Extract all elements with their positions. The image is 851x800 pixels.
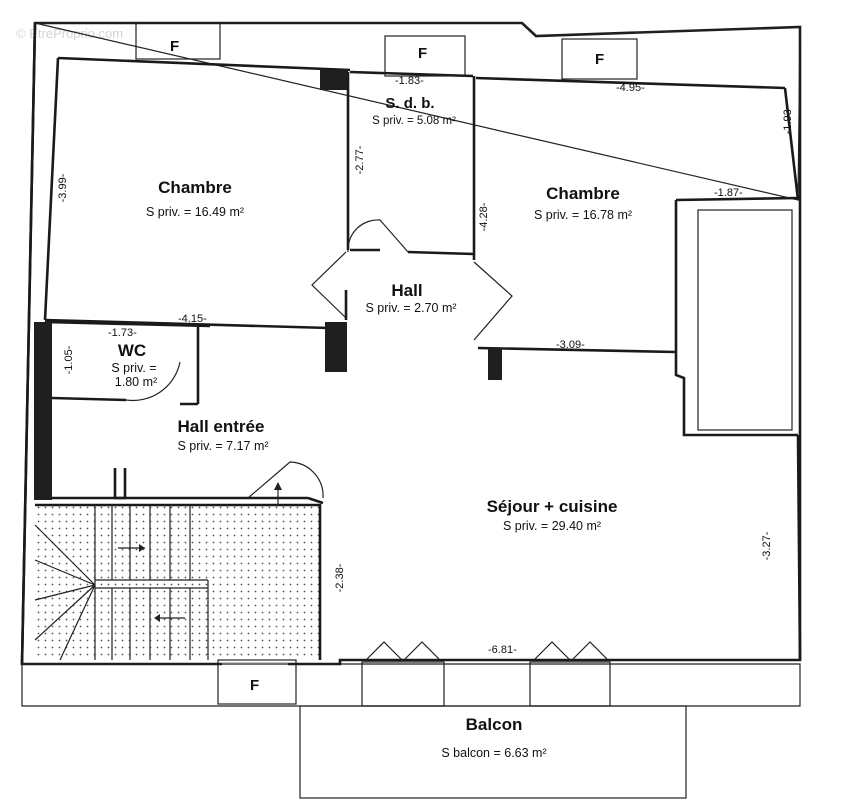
room-area: S balcon = 6.63 m² xyxy=(441,746,546,760)
room-chambre-left: Chambre S priv. = 16.49 m² xyxy=(146,178,244,219)
dim-stair-side: -2.38- xyxy=(334,563,346,592)
dim-sejour-width: -6.81- xyxy=(488,644,517,656)
window-top-middle: F xyxy=(384,35,466,77)
room-wc: WC S priv. = 1.80 m² xyxy=(111,341,157,389)
room-area-line2: 1.80 m² xyxy=(115,375,157,389)
room-name: WC xyxy=(118,341,146,360)
room-name: Balcon xyxy=(466,715,523,734)
dimension-labels: -1.83- -4.95- -1.93- -1.87- -3.99- -2.77… xyxy=(57,75,794,656)
room-hall: Hall S priv. = 2.70 m² xyxy=(365,281,456,315)
hall-door-swings xyxy=(125,219,513,499)
room-area-line1: S priv. = xyxy=(111,361,156,375)
balcony-doors xyxy=(361,641,611,707)
dim-right-notch: -1.87- xyxy=(714,187,743,199)
svg-text:F: F xyxy=(595,51,604,68)
room-area: S priv. = 5.08 m² xyxy=(372,115,456,127)
dim-left-side: -3.99- xyxy=(57,173,69,202)
svg-text:F: F xyxy=(250,677,259,694)
room-name: Séjour + cuisine xyxy=(487,497,618,516)
room-name: S. d. b. xyxy=(385,95,434,112)
room-name: Hall entrée xyxy=(178,417,265,436)
window-bottom-left: F xyxy=(217,659,297,705)
svg-text:F: F xyxy=(170,38,179,55)
dim-chambre-right-width: -3.09- xyxy=(556,339,585,351)
room-chambre-right: Chambre S priv. = 16.78 m² xyxy=(534,184,632,222)
room-balcon: Balcon S balcon = 6.63 m² xyxy=(441,715,546,760)
room-area: S priv. = 2.70 m² xyxy=(365,301,456,315)
room-name: Hall xyxy=(391,281,422,300)
dim-chambre-left-width: -4.15- xyxy=(178,313,207,325)
room-area: S priv. = 16.49 m² xyxy=(146,205,244,219)
dim-hall-side: -4.28- xyxy=(478,202,490,231)
dim-wc-width: -1.73- xyxy=(108,327,137,339)
dim-sdb-width: -1.83- xyxy=(395,75,424,87)
window-top-left: F xyxy=(135,22,221,60)
dim-sejour-side: -3.27- xyxy=(761,531,773,560)
svg-text:F: F xyxy=(418,45,427,62)
dim-wc-height: -1.05- xyxy=(63,345,75,374)
room-name: Chambre xyxy=(546,184,620,203)
room-name: Chambre xyxy=(158,178,232,197)
room-area: S priv. = 16.78 m² xyxy=(534,208,632,222)
dim-right-side: -1.93- xyxy=(782,105,794,134)
balcony xyxy=(21,663,801,799)
staircase xyxy=(34,482,322,661)
dim-right-top: -4.95- xyxy=(616,82,645,94)
interior-walls xyxy=(34,70,802,661)
watermark-text: © EtreProprio.com xyxy=(16,26,123,41)
room-sdb: S. d. b. S priv. = 5.08 m² xyxy=(372,95,456,127)
window-top-right: F xyxy=(561,38,638,80)
room-hall-entree: Hall entrée S priv. = 7.17 m² xyxy=(177,417,268,453)
dim-sdb-height: -2.77- xyxy=(354,145,366,174)
room-area: S priv. = 29.40 m² xyxy=(503,519,601,533)
room-area: S priv. = 7.17 m² xyxy=(177,439,268,453)
room-sejour: Séjour + cuisine S priv. = 29.40 m² xyxy=(487,497,618,533)
